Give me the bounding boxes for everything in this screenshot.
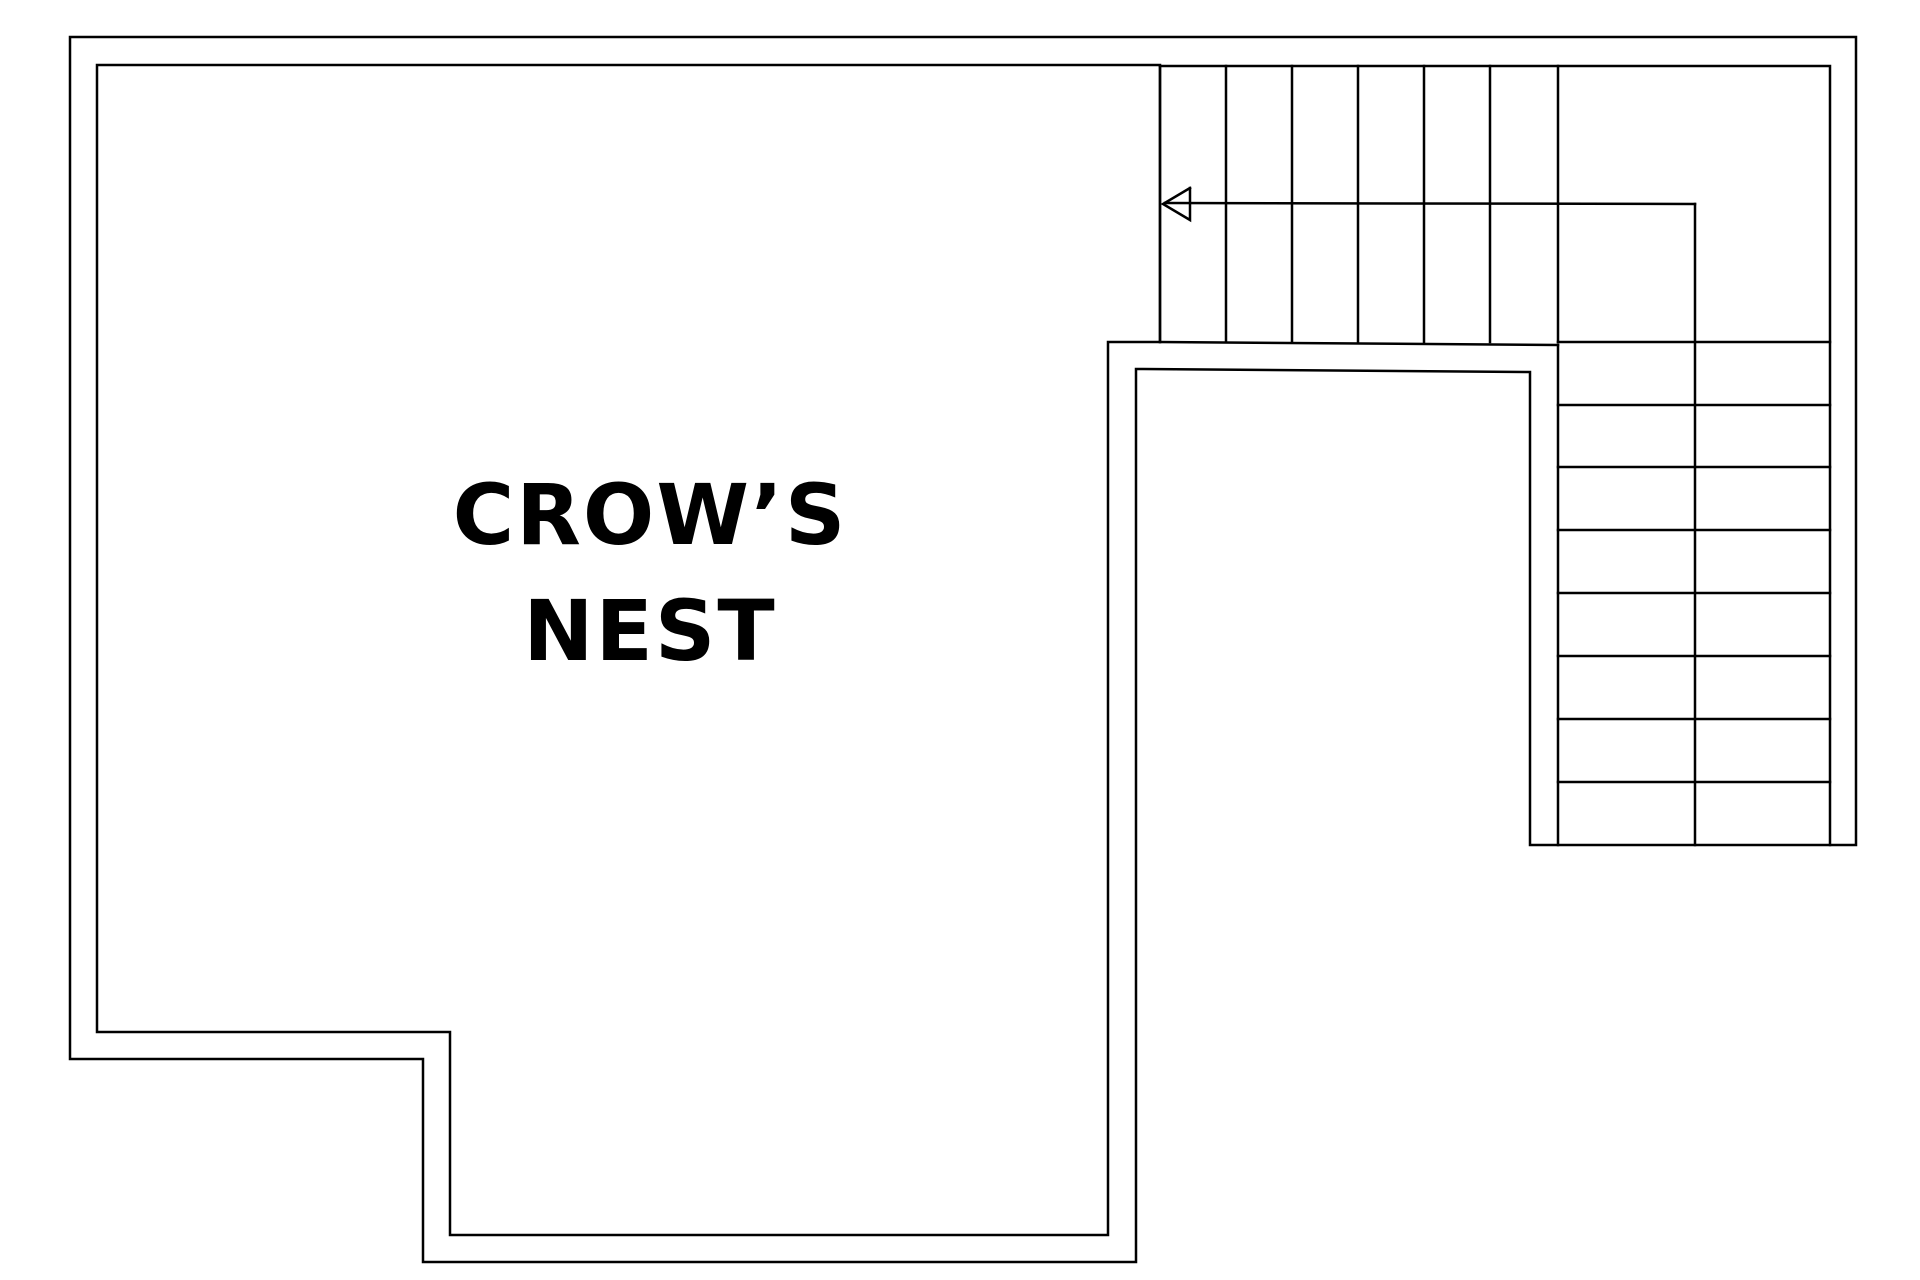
stair-centerline	[1163, 201, 1697, 206]
room-label-line1: CROW’S	[453, 466, 848, 564]
arrow-left-icon	[1160, 186, 1192, 223]
lower-stair-flight	[1556, 202, 1832, 847]
stair-wall-right	[1158, 64, 1832, 847]
room-label-line2: NEST	[523, 582, 776, 680]
upper-stair-flight	[1158, 64, 1832, 344]
outer-wall	[68, 35, 1858, 1264]
